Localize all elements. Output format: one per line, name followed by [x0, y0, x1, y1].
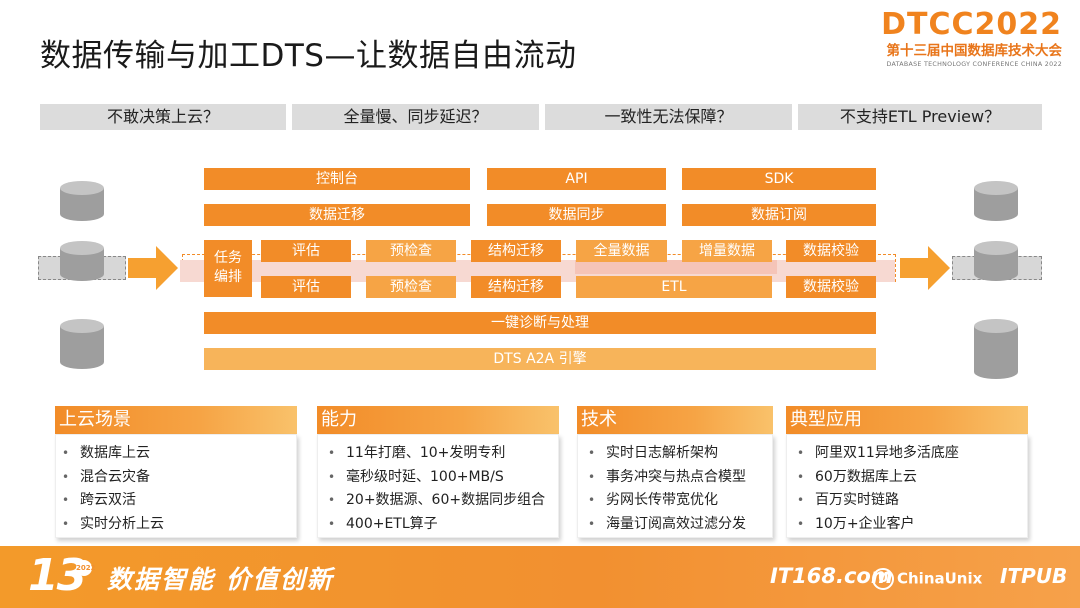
right-arrow-icon: [128, 246, 178, 290]
list-item: •海量订阅高效过滤分发: [588, 515, 746, 532]
list-item: •劣网长传带宽优化: [588, 492, 718, 508]
step-schema: 结构迁移: [471, 240, 561, 262]
logo-main: DTCC2022: [881, 7, 1062, 42]
task-orchestration-box: 任务编排: [204, 240, 252, 297]
list-item: •400+ETL算子: [328, 515, 438, 532]
question-3: 一致性无法保障？: [545, 104, 792, 130]
database-cylinder-icon: [974, 319, 1018, 379]
list-item: •阿里双11异地多活底座: [797, 445, 959, 461]
step-verify-2: 数据校验: [786, 276, 876, 298]
database-cylinder-icon: [60, 241, 104, 281]
card-technology: •实时日志解析架构 •事务冲突与热点合模型 •劣网长传带宽优化 •海量订阅高效过…: [577, 434, 773, 538]
list-item: •20+数据源、60+数据同步组合: [328, 492, 546, 508]
chinaunix-logo-icon: U: [872, 568, 894, 590]
question-4: 不支持ETL Preview？: [798, 104, 1042, 130]
subscribe-bar: 数据订阅: [682, 204, 876, 226]
right-arrow-icon: [900, 246, 950, 290]
badge-year: 2022: [76, 560, 95, 576]
step-precheck: 预检查: [366, 240, 456, 262]
list-item: •混合云灾备: [62, 468, 150, 485]
step-verify: 数据校验: [786, 240, 876, 262]
database-cylinder-icon: [974, 241, 1018, 281]
card-title-scenarios: 上云场景: [55, 406, 297, 434]
logo-cn: 第十三届中国数据库技术大会: [886, 43, 1063, 59]
migration-bar: 数据迁移: [204, 204, 470, 226]
database-cylinder-icon: [60, 181, 104, 221]
step-schema-2: 结构迁移: [471, 276, 561, 298]
question-2: 全量慢、同步延迟？: [292, 104, 539, 130]
flow-band-highlight: [575, 260, 777, 274]
list-item: •实时分析上云: [62, 515, 164, 532]
list-item: •数据库上云: [62, 445, 150, 461]
step-full-data: 全量数据: [576, 240, 667, 262]
dtcc-logo: DTCC2022 第十三届中国数据库技术大会 DATABASE TECHNOLO…: [866, 8, 1062, 70]
step-etl: ETL: [576, 276, 772, 298]
list-item: •毫秒级时延、100+MB/S: [328, 468, 504, 485]
database-cylinder-icon: [974, 181, 1018, 221]
list-item: •实时日志解析架构: [588, 445, 718, 461]
page-title: 数据传输与加工DTS—让数据自由流动: [40, 38, 577, 74]
question-1: 不敢决策上云？: [40, 104, 286, 130]
footer-slogan: 数据智能 价值创新: [107, 565, 334, 594]
card-title-applications: 典型应用: [786, 406, 1028, 434]
step-assess: 评估: [261, 240, 351, 262]
database-cylinder-icon: [60, 319, 104, 369]
card-capability: •11年打磨、10+发明专利 •毫秒级时延、100+MB/S •20+数据源、6…: [317, 434, 559, 538]
card-applications: •阿里双11异地多活底座 •60万数据库上云 •百万实时链路 •10万+企业客户: [786, 434, 1028, 538]
logo-en: DATABASE TECHNOLOGY CONFERENCE CHINA 202…: [886, 61, 1062, 68]
card-scenarios: •数据库上云 •混合云灾备 •跨云双活 •实时分析上云: [55, 434, 297, 538]
console-bar: 控制台: [204, 168, 470, 190]
engine-bar: DTS A2A 引擎: [204, 348, 876, 370]
card-title-technology: 技术: [577, 406, 773, 434]
step-incremental: 增量数据: [682, 240, 772, 262]
list-item: •百万实时链路: [797, 492, 899, 508]
list-item: •跨云双活: [62, 492, 136, 508]
list-item: •10万+企业客户: [797, 515, 915, 532]
api-bar: API: [487, 168, 666, 190]
list-item: •60万数据库上云: [797, 468, 917, 485]
list-item: •11年打磨、10+发明专利: [328, 445, 506, 461]
step-precheck-2: 预检查: [366, 276, 456, 298]
diagnosis-bar: 一键诊断与处理: [204, 312, 876, 334]
step-assess-2: 评估: [261, 276, 351, 298]
card-title-capability: 能力: [317, 406, 559, 434]
list-item: •事务冲突与热点合模型: [588, 468, 746, 485]
sdk-bar: SDK: [682, 168, 876, 190]
brand-itpub: ITPUB: [1000, 564, 1068, 588]
sync-bar: 数据同步: [487, 204, 666, 226]
